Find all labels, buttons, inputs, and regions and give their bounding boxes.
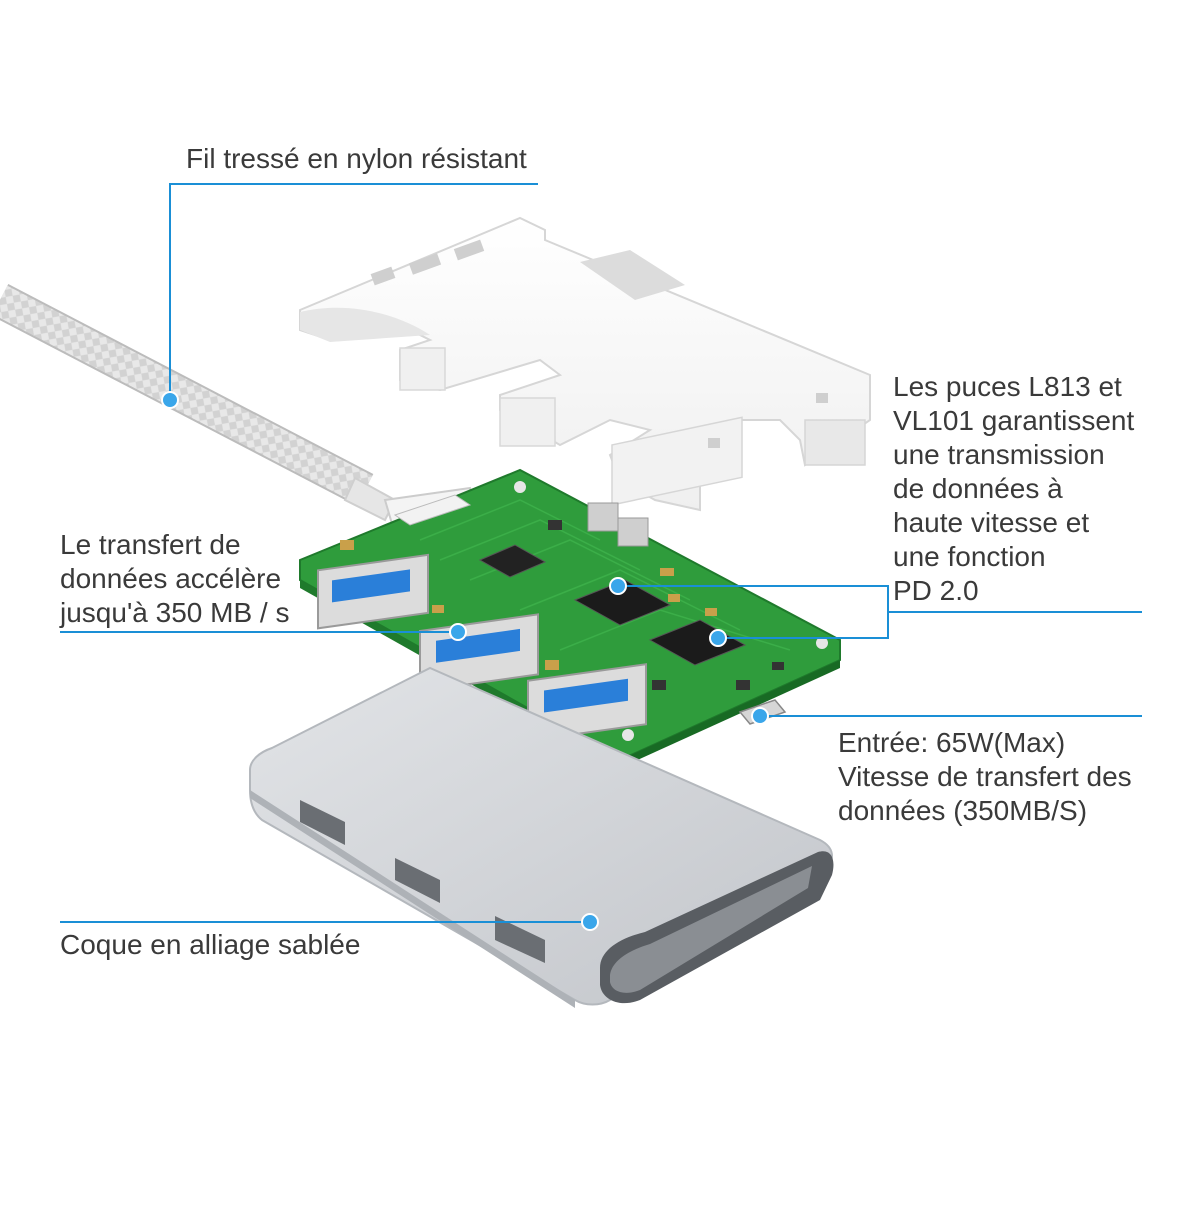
input-label: Entrée: 65W(Max) Vitesse de transfert de… (838, 726, 1132, 828)
input-label-line: Vitesse de transfert des (838, 761, 1132, 792)
dot-shell (581, 913, 599, 931)
chips-label: Les puces L813 et VL101 garantissent une… (893, 370, 1134, 608)
shell-label: Coque en alliage sablée (60, 929, 361, 960)
transfer-label: Le transfert de données accélère jusqu'à… (60, 528, 289, 630)
alloy-shell (249, 666, 834, 1008)
chips-label-line: de données à (893, 473, 1063, 504)
top-cover (299, 216, 871, 512)
input-label-line: données (350MB/S) (838, 795, 1088, 826)
dot-input (751, 707, 769, 725)
transfer-label-line: données accélère (60, 563, 282, 594)
leader-cable (169, 183, 538, 400)
input-label-line: Entrée: 65W(Max) (838, 727, 1066, 758)
chips-label-line: VL101 garantissent (893, 405, 1135, 436)
chips-label-line: Les puces L813 et (893, 371, 1122, 402)
leader-lines (60, 183, 1142, 923)
dot-transfer (449, 623, 467, 641)
chips-label-line: haute vitesse et (893, 507, 1090, 538)
dot-chip-2 (709, 629, 727, 647)
dot-chip-1 (609, 577, 627, 595)
transfer-label-line: jusqu'à 350 MB / s (60, 597, 290, 628)
leader-chips (718, 611, 1142, 639)
dot-cable (161, 391, 179, 409)
chips-label-line: une fonction (893, 541, 1046, 572)
chips-label-line: une transmission (893, 439, 1105, 470)
transfer-label-line: Le transfert de (60, 529, 241, 560)
callout-dots (161, 391, 769, 931)
chips-label-line: PD 2.0 (893, 575, 979, 606)
usb-port-1 (317, 553, 429, 630)
leader-chips-branch (618, 585, 889, 612)
cable-label: Fil tressé en nylon résistant (186, 143, 527, 174)
